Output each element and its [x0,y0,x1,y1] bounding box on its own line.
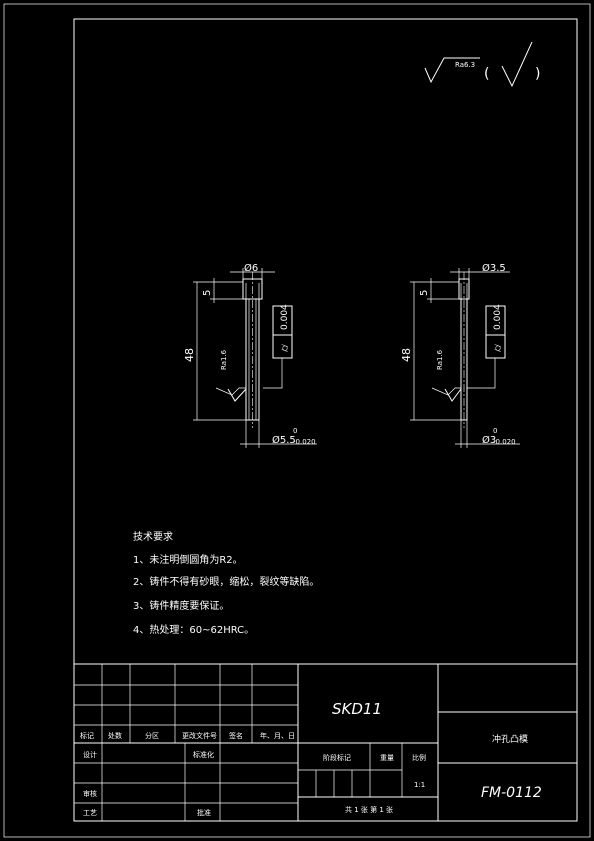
label-design: 设计 [83,750,97,759]
part-name: 冲孔凸模 [492,733,528,745]
label-weight: 重量 [380,754,394,762]
label-stage-mark: 阶段标记 [323,753,351,762]
head-length-dim: 5 [202,290,213,296]
note-item: 3、铸件精度要保证。 [133,599,229,612]
shank-diameter-dim: Ø5.5 [272,434,296,446]
roughness-label: Ra1.6 [436,349,444,370]
title-block: 标记 处数 分区 更改文件号 签名 年、月、日 设计 标准化 审核 工艺 批准 … [73,663,578,822]
punch-part-1: Ø6 5 48 Ra1.6 0.004 ⌭ Ø5.5 0 -0.020 [183,262,317,448]
head-diameter-dim: Ø3.5 [482,262,506,274]
surface-finish-symbol: Ra6.3 ( ) [424,41,540,88]
finish-note-close: ) [535,66,540,82]
tolerance-frame [485,305,506,359]
lower-deviation: -0.020 [493,438,516,446]
punch-part-2: Ø3.5 5 48 Ra1.6 0.004 ⌭ Ø3 0 -0.020 [400,262,520,448]
lower-deviation: -0.020 [293,438,316,446]
label-check: 审核 [83,789,97,798]
total-length-dim: 48 [400,348,413,362]
inner-frame [73,18,578,822]
label-count: 处数 [108,731,122,740]
roughness-label: Ra1.6 [220,349,228,370]
finish-note-open: ( [484,66,489,82]
outer-border [3,3,591,838]
label-approve: 批准 [197,808,211,817]
tolerance-value: 0.004 [280,304,290,330]
material-label: SKD11 [332,700,382,718]
notes-title: 技术要求 [133,530,173,543]
shank-diameter-dim: Ø3 [482,434,496,446]
tolerance-frame [272,305,293,359]
label-sign: 签名 [229,731,243,740]
label-standardize: 标准化 [193,750,214,759]
note-item: 1、未注明倒圆角为R2。 [133,553,243,566]
cylindricity-icon: ⌭ [491,344,504,352]
drawing-number: FM-0112 [481,785,542,801]
upper-deviation: 0 [493,427,497,435]
technical-notes: 技术要求 1、未注明倒圆角为R2。 2、铸件不得有砂眼，缩松，裂纹等缺陷。 3、… [133,530,319,636]
label-zone: 分区 [145,731,159,740]
head-diameter-dim: Ø6 [244,262,258,274]
scale-value: 1:1 [414,781,425,789]
surface-finish-value: Ra6.3 [455,61,475,69]
total-length-dim: 48 [183,348,196,362]
head-length-dim: 5 [419,290,430,296]
label-date: 年、月、日 [260,731,295,740]
sheet-count: 共 1 张 第 1 张 [345,805,393,814]
label-scale: 比例 [412,753,426,762]
cylindricity-icon: ⌭ [278,344,291,352]
label-process: 工艺 [83,809,97,817]
upper-deviation: 0 [293,427,297,435]
tolerance-value: 0.004 [493,304,503,330]
label-change-doc: 更改文件号 [182,731,217,740]
label-mark: 标记 [80,731,94,740]
note-item: 4、热处理：60~62HRC。 [133,623,254,636]
note-item: 2、铸件不得有砂眼，缩松，裂纹等缺陷。 [133,575,319,588]
